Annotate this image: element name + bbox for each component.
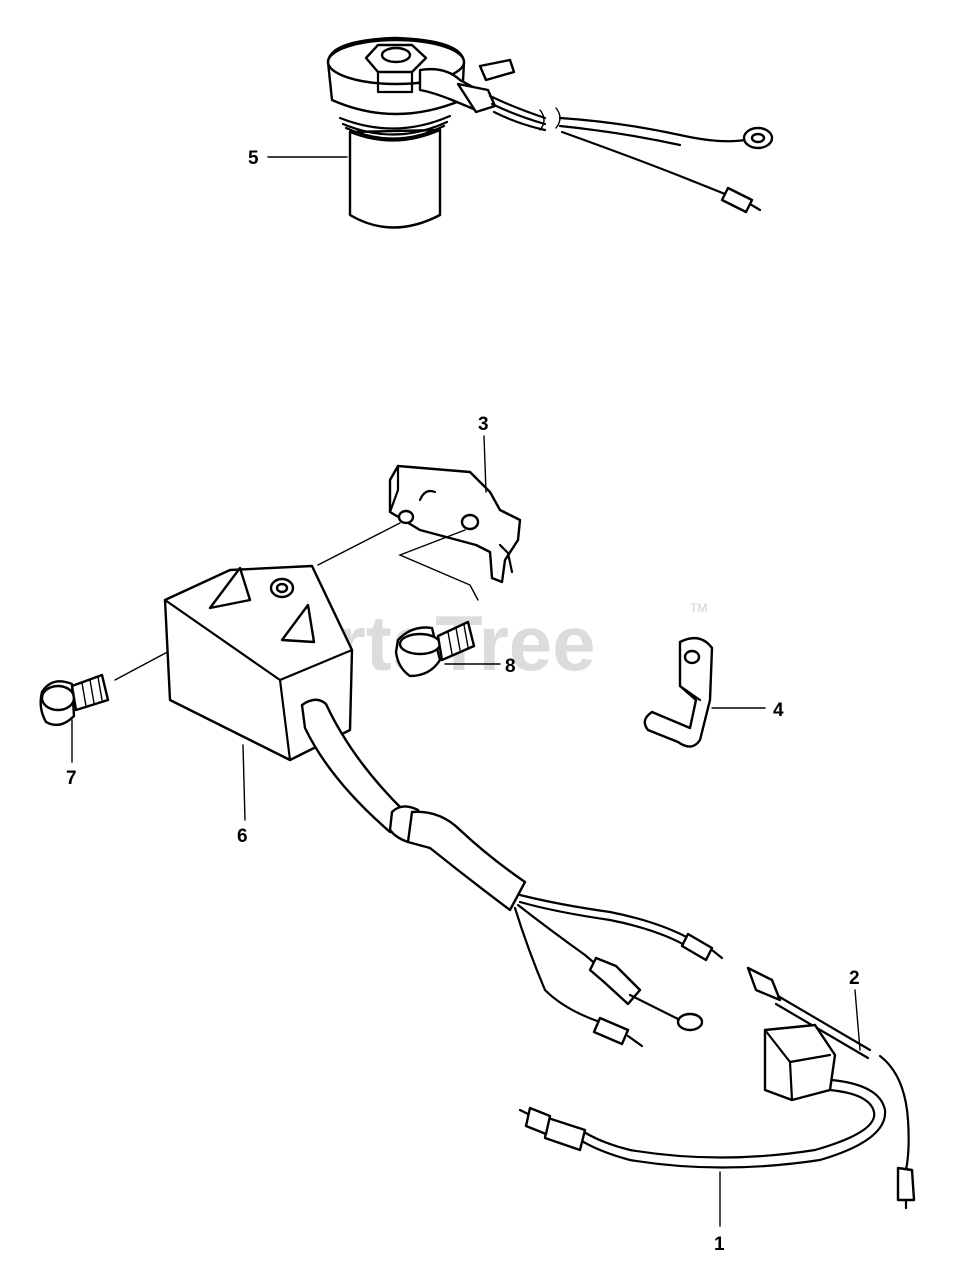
part-3-bracket[interactable] xyxy=(388,464,522,584)
part-6-cdi-unit[interactable] xyxy=(163,564,527,912)
leader-line-6 xyxy=(242,744,246,821)
assembly-line-a xyxy=(317,522,401,566)
callout-6: 6 xyxy=(237,826,248,847)
callout-7: 7 xyxy=(66,768,77,789)
part-8-bolt[interactable] xyxy=(394,620,476,678)
leader-line-2 xyxy=(854,989,861,1051)
part-2-lead[interactable] xyxy=(746,966,916,1210)
cdi-wire-harness[interactable] xyxy=(513,893,724,1048)
callout-5: 5 xyxy=(248,148,259,169)
part-7-screw[interactable] xyxy=(39,673,110,727)
callout-3: 3 xyxy=(478,414,489,435)
callout-4: 4 xyxy=(773,700,784,721)
callout-8: 8 xyxy=(505,656,516,677)
part-1-high-tension-lead[interactable] xyxy=(518,1023,887,1169)
watermark-trademark: TM xyxy=(690,601,707,615)
leader-line-3 xyxy=(483,435,487,493)
assembly-line-b xyxy=(398,529,479,601)
part-5-ignition-coil[interactable] xyxy=(326,36,774,229)
part-4-clamp[interactable] xyxy=(643,636,714,748)
callout-2: 2 xyxy=(849,968,860,989)
callout-1: 1 xyxy=(714,1234,725,1255)
